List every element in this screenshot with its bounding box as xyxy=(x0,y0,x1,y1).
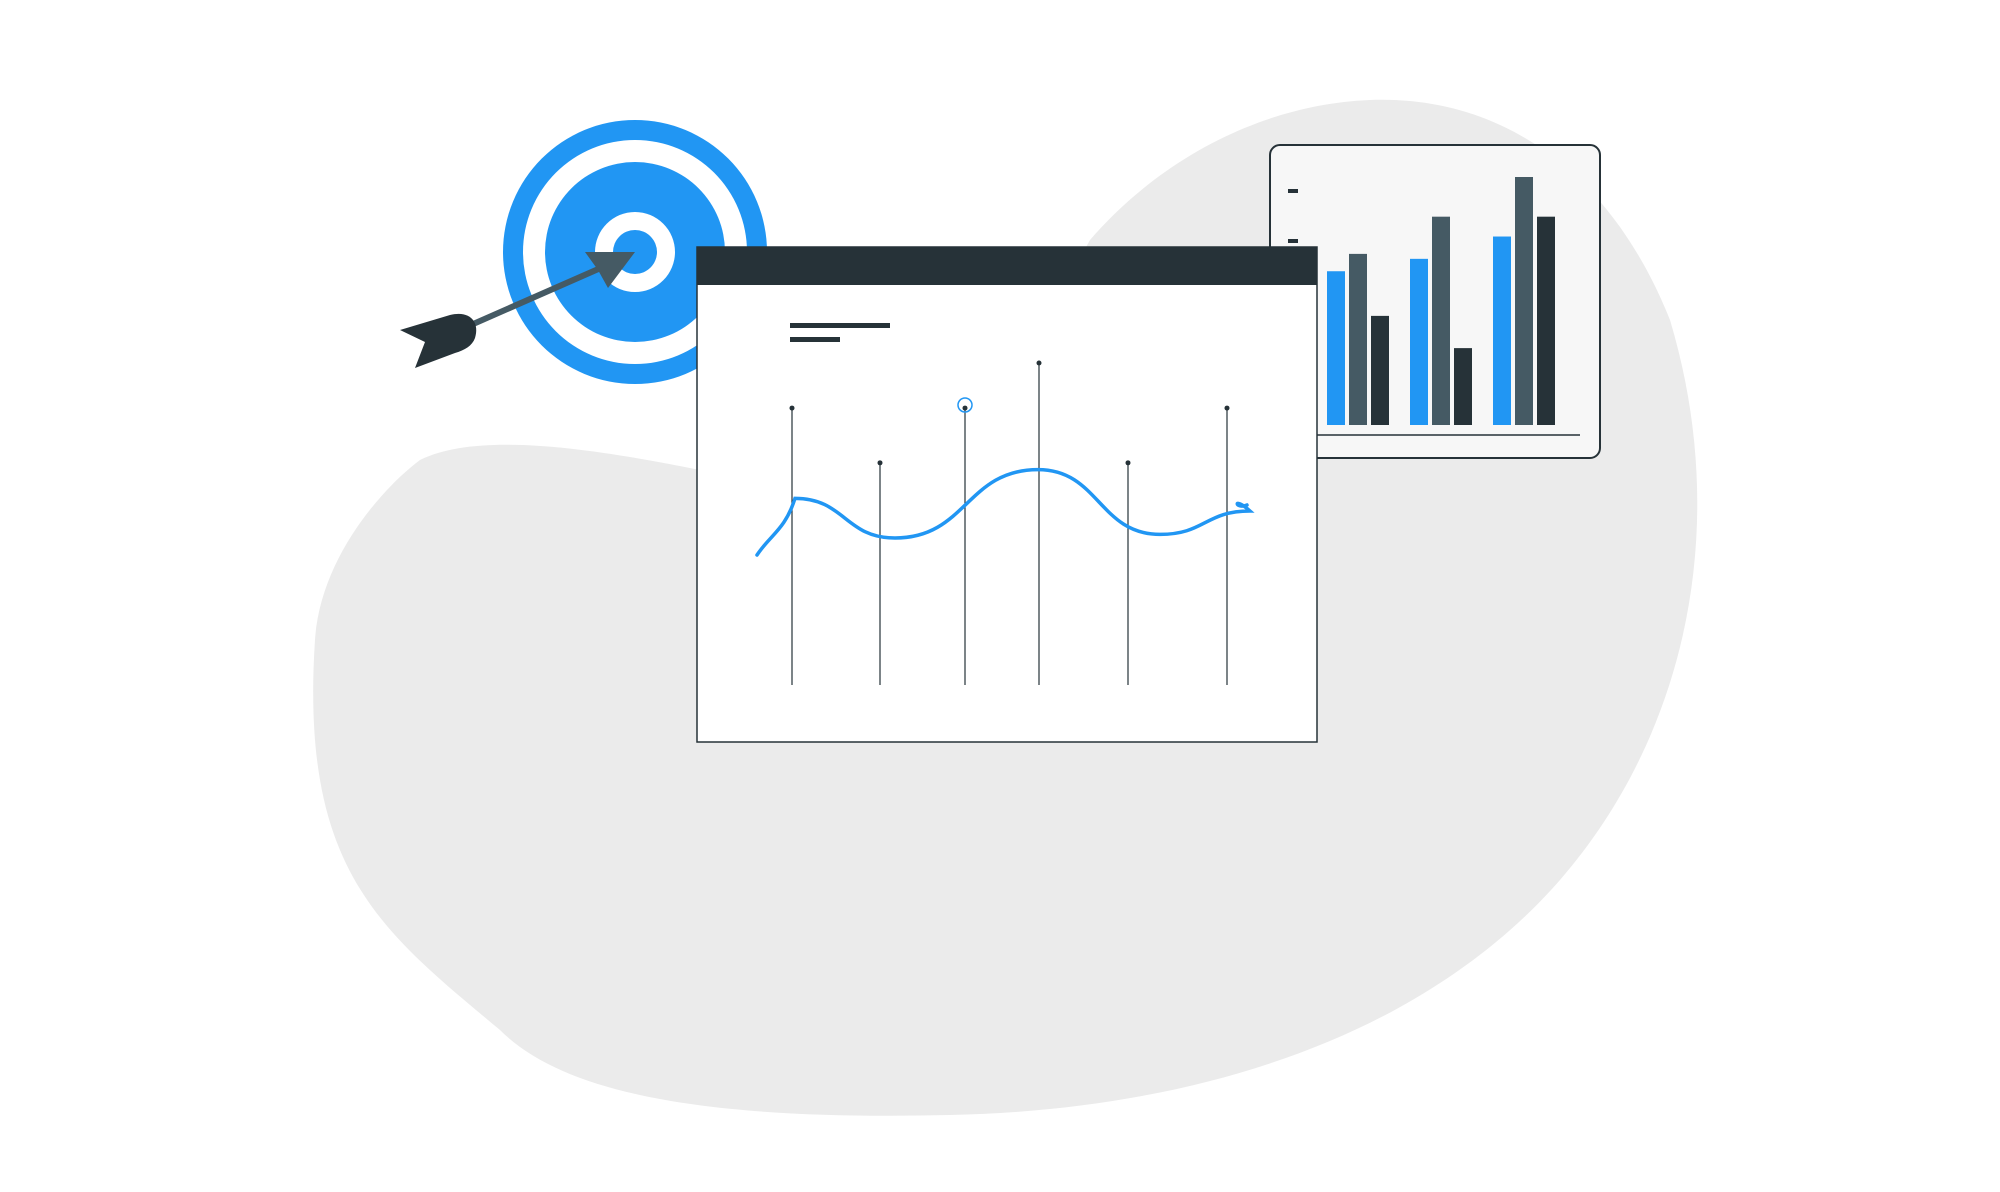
bar-chart-tick-top xyxy=(1288,189,1298,193)
arrow-fletching xyxy=(400,313,477,368)
bar-1-dark xyxy=(1371,315,1389,425)
stem-dot-2 xyxy=(877,460,883,466)
bar-chart-panel xyxy=(1269,144,1601,459)
bar-2-slate xyxy=(1432,216,1450,425)
bar-3-blue xyxy=(1493,236,1511,425)
stem-dot-4 xyxy=(1036,360,1042,366)
bar-3-slate xyxy=(1515,177,1533,425)
arrow-icon xyxy=(400,252,635,368)
heading-placeholder-line-1 xyxy=(790,323,890,328)
bar-chart-tick-mid xyxy=(1288,239,1298,243)
browser-window-icon xyxy=(696,246,1318,743)
line-chart-stems xyxy=(789,360,1230,685)
stem-dot-5 xyxy=(1125,460,1131,466)
heading-placeholder-line-2 xyxy=(790,337,840,342)
highlight-marker-ring xyxy=(957,397,973,413)
window-body xyxy=(696,246,1318,743)
bar-2-blue xyxy=(1410,258,1428,425)
bar-1-blue xyxy=(1327,271,1345,425)
arrow-head xyxy=(585,252,635,288)
line-chart-series xyxy=(755,467,1255,557)
bar-2-dark xyxy=(1454,348,1472,425)
stem-dot-1 xyxy=(789,405,795,411)
arrow-shaft xyxy=(453,260,614,335)
bar-1-slate xyxy=(1349,253,1367,425)
window-title-bar xyxy=(697,247,1317,285)
stem-dot-3 xyxy=(962,405,968,411)
stem-dot-6 xyxy=(1224,405,1230,411)
bar-chart-bars xyxy=(1327,177,1555,425)
bar-3-dark xyxy=(1537,216,1555,425)
